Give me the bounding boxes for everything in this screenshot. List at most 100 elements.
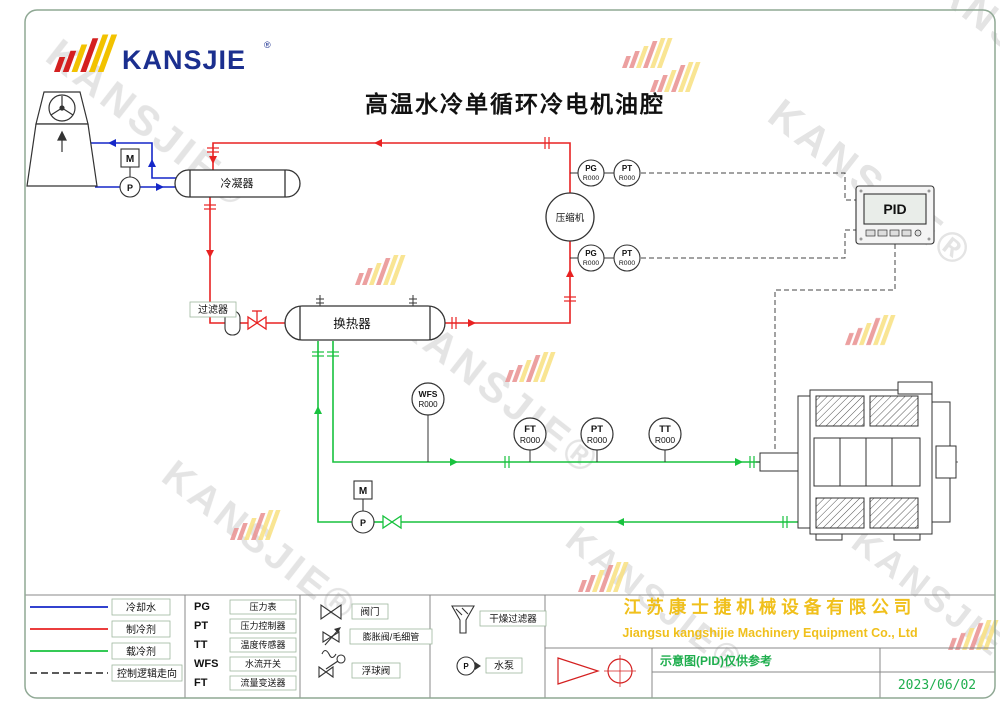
flow-arrow	[314, 406, 322, 414]
flow-arrow	[616, 518, 624, 526]
legend-abbr: PG	[194, 601, 210, 613]
page-title: 高温水冷单循环冷电机油腔	[365, 91, 665, 117]
instrument-ft: FT R000	[513, 417, 547, 451]
legend-device-symbols: 干燥过滤器 P 水泵	[451, 605, 547, 676]
filter-label: 过滤器	[198, 303, 228, 316]
pid-button	[889, 229, 900, 237]
flow-arrow	[206, 250, 214, 258]
flow-arrow	[735, 458, 743, 466]
float-valve-symbol	[318, 654, 346, 679]
flow-arrow	[156, 183, 164, 191]
watermark-text: KANSJIE®	[760, 90, 982, 278]
instrument-tag: R000	[583, 260, 599, 267]
legend-abbr: PT	[194, 620, 208, 632]
coolant-pump: M P	[351, 480, 375, 534]
instrument-abbr: PT	[591, 424, 603, 435]
coolant-valve	[382, 514, 402, 530]
title-block: 江苏康士捷机械设备有限公司 Jiangsu kangshijie Machine…	[557, 597, 976, 693]
instrument-abbr: FT	[524, 424, 536, 435]
control-line	[641, 172, 856, 201]
pid-button	[877, 229, 888, 237]
pump-symbol: P	[456, 656, 481, 676]
instrument-tag: R000	[619, 175, 635, 182]
flow-arrow	[450, 458, 458, 466]
stator-winding	[815, 395, 865, 427]
legend-line-label: 载冷剂	[126, 645, 156, 658]
drawing-note: 示意图(PID)仅供参考	[659, 653, 772, 668]
logo-text: KANSJIE	[122, 45, 246, 75]
instrument-tag: R000	[587, 435, 608, 445]
drawing-date: 2023/06/02	[898, 678, 976, 693]
drawing-frame	[24, 9, 996, 699]
heat-exchanger-top-unions	[316, 295, 417, 306]
flow-arrow	[374, 139, 382, 147]
legend-abbr-desc: 水流开关	[245, 658, 281, 669]
legend-abbreviations: PG 压力表 PT 压力控制器 TT 温度传感器 WFS 水流开关 FT 流量变…	[194, 599, 297, 691]
cooling-tower	[26, 91, 98, 187]
pid-button	[901, 229, 912, 237]
instrument-pt-discharge: PT R000	[613, 159, 641, 187]
pid-button	[865, 229, 876, 237]
pump-label: P	[463, 662, 469, 671]
terminal-box	[897, 381, 933, 395]
heat-exchanger-label: 换热器	[333, 317, 371, 331]
compressor-circle	[545, 192, 595, 242]
motor-label: M	[359, 486, 367, 497]
legend-abbr: WFS	[194, 658, 218, 670]
pid-label: PID	[883, 201, 906, 217]
compressor-label: 压缩机	[556, 212, 585, 224]
legend-valve-symbols: 阀门 膨胀阀/毛细管 浮球阀	[318, 603, 433, 679]
legend-line-label: 控制逻辑走向	[117, 667, 177, 680]
legend-line-types: 冷却水 制冷剂 载冷剂 控制逻辑走向	[30, 598, 183, 682]
refrigerant-pipes	[204, 137, 576, 331]
instrument-tag: R000	[418, 400, 438, 409]
instrument-abbr: PG	[585, 164, 597, 173]
logo-registered-mark: ®	[264, 40, 271, 50]
instrument-abbr: TT	[659, 424, 671, 435]
instrument-abbr: PG	[585, 249, 597, 258]
control-line	[641, 229, 856, 259]
coolant-pipes	[312, 341, 798, 530]
pump-label: P	[127, 183, 133, 193]
heat-exchanger-vessel	[284, 305, 446, 341]
control-lines	[641, 172, 896, 452]
pump-label: P	[360, 518, 366, 528]
cooling-water-pipes	[88, 139, 176, 191]
legend-symbol-label: 阀门	[360, 606, 379, 618]
instrument-tag: R000	[619, 260, 635, 267]
instrument-abbr: WFS	[419, 389, 438, 399]
pid-display	[863, 193, 927, 225]
pipe-segment	[332, 341, 760, 463]
legend-line-label: 制冷剂	[126, 623, 156, 636]
instrument-pt-coolant: PT R000	[580, 417, 614, 451]
flow-arrow	[468, 319, 476, 327]
company-name-en: Jiangsu kangshijie Machinery Equipment C…	[622, 626, 917, 640]
legend-line-label: 冷却水	[126, 601, 156, 614]
legend-abbr: FT	[194, 677, 208, 689]
legend-abbr: TT	[194, 639, 208, 651]
instrument-pg-discharge: PG R000	[577, 159, 605, 187]
condenser-label: 冷凝器	[221, 176, 254, 190]
motor-cross-section	[756, 381, 958, 541]
flow-arrow	[209, 156, 217, 164]
filter-label-box: 过滤器	[189, 301, 237, 318]
watermark-text: KANSJIE®	[900, 0, 1000, 131]
legend-symbol-label: 干燥过滤器	[489, 613, 537, 625]
dry-filter-symbol	[451, 605, 475, 634]
pump-circle	[351, 510, 375, 534]
pump-circle	[119, 176, 141, 198]
instrument-abbr: PT	[622, 164, 632, 173]
pipe-union-ticks	[204, 137, 576, 329]
pipe-union-ticks	[312, 351, 788, 528]
stator-winding	[869, 497, 919, 529]
legend-symbol-label: 膨胀阀/毛细管	[363, 631, 420, 642]
pid-controller: PID	[855, 185, 935, 245]
legend-abbr-desc: 流量变送器	[240, 677, 285, 688]
expansion-valve-symbol	[322, 627, 341, 646]
legend-abbr-desc: 温度传感器	[240, 639, 285, 650]
legend-symbol-label: 浮球阀	[362, 665, 391, 677]
capillary-symbol	[321, 649, 337, 659]
condenser-vessel	[174, 169, 301, 198]
